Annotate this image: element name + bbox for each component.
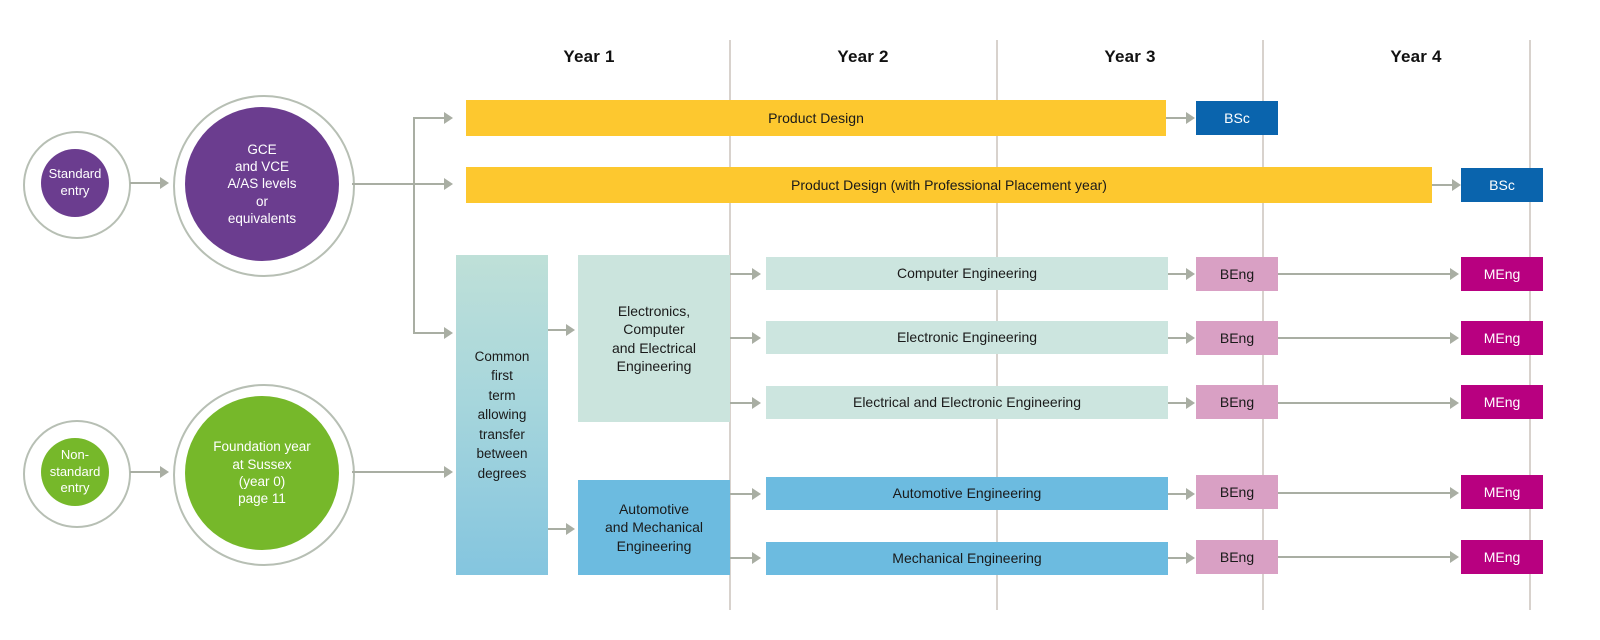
- connector-product-design-placement-to-bsc: [1432, 184, 1454, 186]
- foundation-year-connector: [352, 471, 446, 473]
- bar-computer-engineering[interactable]: Computer Engineering: [766, 257, 1168, 290]
- year-header-2: Year 2: [837, 47, 889, 66]
- branch-arrow-common-term-icon: [444, 327, 453, 339]
- year-header-3: Year 3: [1104, 47, 1156, 66]
- connector-automotive-engineering-to-beng: [1168, 493, 1188, 495]
- award-meng-electronic-engineering[interactable]: MEng: [1461, 321, 1543, 355]
- award-meng-automotive-engineering[interactable]: MEng: [1461, 475, 1543, 509]
- connector-product-design-to-bsc: [1166, 117, 1188, 119]
- award-bsc-product-design[interactable]: BSc: [1196, 101, 1278, 135]
- arrow-beng-to-meng-mechanical-engineering-icon: [1450, 551, 1459, 563]
- standard-entry-connector: [130, 182, 162, 184]
- arrow-common-to-ame-icon: [566, 523, 575, 535]
- gridline-year1-year2: [729, 40, 731, 610]
- branch-arrow-product-design-icon: [444, 112, 453, 124]
- arrow-ece-to-electronic-engineering-icon: [752, 332, 761, 344]
- arrow-ame-to-automotive-engineering-icon: [752, 488, 761, 500]
- foundation-year-arrow-icon: [444, 466, 453, 478]
- connector-ame-to-mechanical-engineering: [730, 557, 754, 559]
- connector-mechanical-engineering-to-beng: [1168, 557, 1188, 559]
- connector-beng-to-meng-mechanical-engineering: [1278, 556, 1452, 558]
- standard-branch-to-common-term: [413, 332, 446, 334]
- arrow-ece-to-electrical-and-electronic-icon: [752, 397, 761, 409]
- arrow-beng-to-meng-computer-engineering-icon: [1450, 268, 1459, 280]
- connector-ame-to-automotive-engineering: [730, 493, 754, 495]
- non-standard-entry-connector: [130, 471, 162, 473]
- award-meng-mechanical-engineering[interactable]: MEng: [1461, 540, 1543, 574]
- arrow-electronic-engineering-to-beng-icon: [1186, 332, 1195, 344]
- connector-electronic-engineering-to-beng: [1168, 337, 1188, 339]
- arrow-mechanical-engineering-to-beng-icon: [1186, 552, 1195, 564]
- arrow-ame-to-mechanical-engineering-icon: [752, 552, 761, 564]
- standard-branch-to-product-design: [413, 117, 446, 119]
- connector-beng-to-meng-automotive-engineering: [1278, 492, 1452, 494]
- arrow-ece-to-computer-engineering-icon: [752, 268, 761, 280]
- connector-electrical-and-electronic-to-beng: [1168, 402, 1188, 404]
- year-header-4: Year 4: [1390, 47, 1442, 66]
- bar-electrical-and-electronic-engineering[interactable]: Electrical and Electronic Engineering: [766, 386, 1168, 419]
- connector-ece-to-computer-engineering: [730, 273, 754, 275]
- arrow-common-to-ece-icon: [566, 324, 575, 336]
- arrow-electrical-and-electronic-to-beng-icon: [1186, 397, 1195, 409]
- connector-ece-to-electronic-engineering: [730, 337, 754, 339]
- standard-branch-riser: [413, 117, 415, 334]
- arrow-automotive-engineering-to-beng-icon: [1186, 488, 1195, 500]
- bar-automotive-engineering[interactable]: Automotive Engineering: [766, 477, 1168, 510]
- award-meng-computer-engineering[interactable]: MEng: [1461, 257, 1543, 291]
- standard-branch-to-product-design-placement: [413, 183, 446, 185]
- award-bsc-product-design-placement[interactable]: BSc: [1461, 168, 1543, 202]
- arrow-computer-engineering-to-beng-icon: [1186, 268, 1195, 280]
- year-header-1: Year 1: [563, 47, 615, 66]
- arrow-product-design-to-bsc-icon: [1186, 112, 1195, 124]
- bar-product-design-placement[interactable]: Product Design (with Professional Placem…: [466, 167, 1432, 203]
- connector-beng-to-meng-computer-engineering: [1278, 273, 1452, 275]
- award-meng-electrical-and-electronic[interactable]: MEng: [1461, 385, 1543, 419]
- branch-arrow-product-design-placement-icon: [444, 178, 453, 190]
- arrow-beng-to-meng-automotive-engineering-icon: [1450, 487, 1459, 499]
- award-beng-electronic-engineering[interactable]: BEng: [1196, 321, 1278, 355]
- award-beng-electrical-and-electronic[interactable]: BEng: [1196, 385, 1278, 419]
- bar-product-design[interactable]: Product Design: [466, 100, 1166, 136]
- bar-mechanical-engineering[interactable]: Mechanical Engineering: [766, 542, 1168, 575]
- non-standard-entry-arrow-icon: [160, 466, 169, 478]
- award-beng-mechanical-engineering[interactable]: BEng: [1196, 540, 1278, 574]
- connector-beng-to-meng-electronic-engineering: [1278, 337, 1452, 339]
- bar-electronic-engineering[interactable]: Electronic Engineering: [766, 321, 1168, 354]
- connector-common-to-ece: [548, 329, 570, 331]
- arrow-product-design-placement-to-bsc-icon: [1452, 179, 1461, 191]
- standard-entry-arrow-icon: [160, 177, 169, 189]
- award-beng-computer-engineering[interactable]: BEng: [1196, 257, 1278, 291]
- arrow-beng-to-meng-electronic-engineering-icon: [1450, 332, 1459, 344]
- standard-branch-stem: [352, 183, 415, 185]
- arrow-beng-to-meng-electrical-and-electronic-icon: [1450, 397, 1459, 409]
- award-beng-automotive-engineering[interactable]: BEng: [1196, 475, 1278, 509]
- connector-common-to-ame: [548, 528, 570, 530]
- connector-computer-engineering-to-beng: [1168, 273, 1188, 275]
- connector-ece-to-electrical-and-electronic: [730, 402, 754, 404]
- connector-beng-to-meng-electrical-and-electronic: [1278, 402, 1452, 404]
